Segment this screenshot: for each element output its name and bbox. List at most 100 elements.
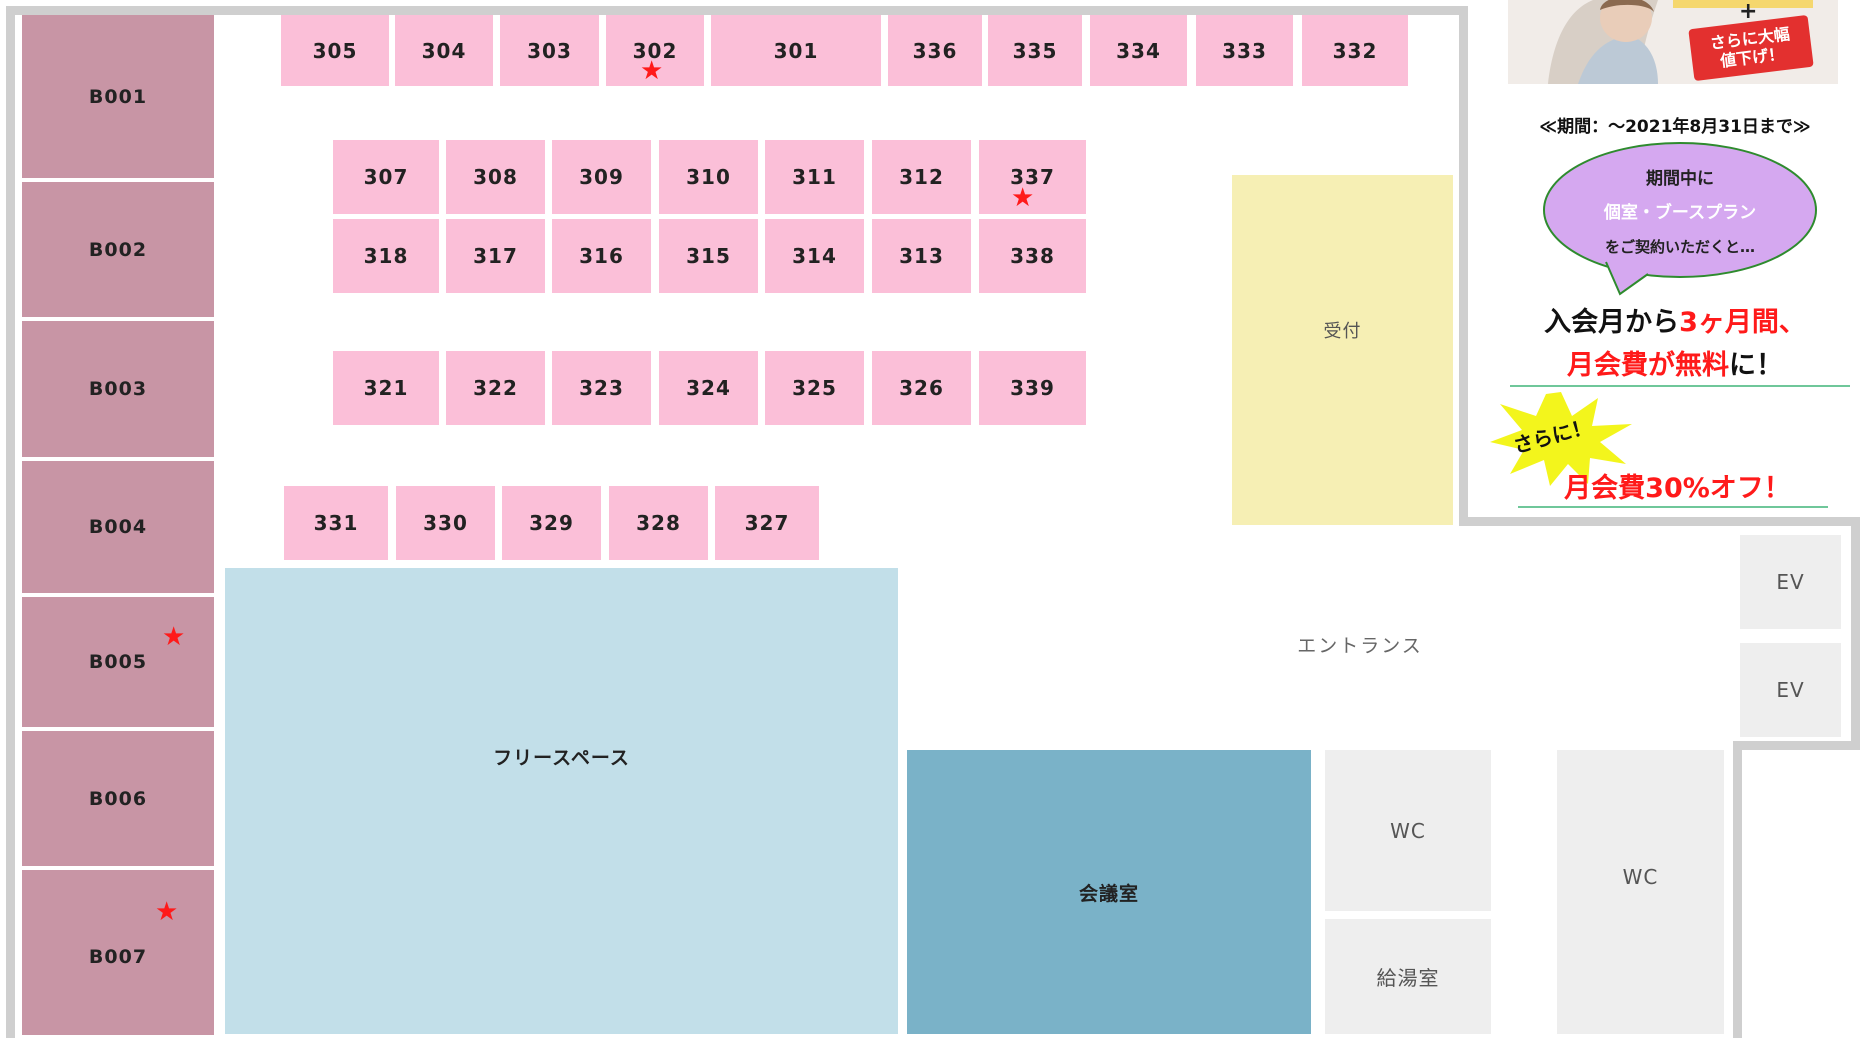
room-326[interactable]: 326 bbox=[872, 351, 971, 425]
elevator-2[interactable]: EV bbox=[1740, 643, 1841, 737]
booth-b001[interactable]: B001 bbox=[22, 15, 214, 178]
room-311[interactable]: 311 bbox=[765, 140, 864, 214]
offer-line-1: 入会月から3ヶ月間、 bbox=[1500, 300, 1850, 339]
star-marker-337: ★ bbox=[1011, 183, 1035, 213]
room-label: 333 bbox=[1222, 38, 1267, 63]
room-label: 318 bbox=[363, 244, 409, 268]
wc-label: WC bbox=[1390, 818, 1426, 843]
room-label: 301 bbox=[773, 38, 819, 63]
booth-b004[interactable]: B004 bbox=[22, 461, 214, 593]
meeting-room-label: 会議室 bbox=[1078, 882, 1139, 905]
room-332[interactable]: 332 bbox=[1302, 15, 1408, 86]
room-323[interactable]: 323 bbox=[552, 351, 651, 425]
wall-top bbox=[6, 6, 1468, 15]
booth-label: B005 bbox=[88, 651, 148, 673]
bubble-line-1: 期間中に bbox=[1646, 169, 1714, 189]
room-label: 321 bbox=[363, 376, 409, 400]
wall-right-upper bbox=[1459, 6, 1468, 526]
room-336[interactable]: 336 bbox=[888, 15, 982, 86]
room-338[interactable]: 338 bbox=[979, 219, 1086, 293]
room-330[interactable]: 330 bbox=[396, 486, 495, 560]
room-312[interactable]: 312 bbox=[872, 140, 971, 214]
room-329[interactable]: 329 bbox=[502, 486, 601, 560]
room-label: 336 bbox=[912, 38, 958, 63]
room-321[interactable]: 321 bbox=[333, 351, 439, 425]
reception[interactable]: 受付 bbox=[1232, 175, 1453, 525]
room-label: 311 bbox=[792, 165, 837, 189]
room-304[interactable]: 304 bbox=[395, 15, 493, 86]
room-313[interactable]: 313 bbox=[872, 219, 971, 293]
booth-label: B007 bbox=[88, 945, 148, 968]
room-label: 329 bbox=[529, 511, 574, 535]
room-label: 304 bbox=[421, 38, 467, 63]
room-label: 331 bbox=[313, 511, 359, 535]
booth-b003[interactable]: B003 bbox=[22, 321, 214, 457]
room-label: 327 bbox=[744, 511, 790, 535]
room-label: 313 bbox=[899, 244, 944, 268]
room-label: 302 bbox=[632, 38, 678, 63]
room-328[interactable]: 328 bbox=[609, 486, 708, 560]
wall-step bbox=[1459, 517, 1860, 526]
room-label: 309 bbox=[579, 165, 624, 189]
room-301[interactable]: 301 bbox=[711, 15, 881, 86]
room-label: 308 bbox=[473, 165, 518, 189]
room-315[interactable]: 315 bbox=[659, 219, 758, 293]
elevator-1[interactable]: EV bbox=[1740, 535, 1841, 629]
room-label: 325 bbox=[792, 376, 837, 400]
room-327[interactable]: 327 bbox=[715, 486, 819, 560]
offer-line-2-b: に！ bbox=[1729, 350, 1783, 381]
booth-label: B003 bbox=[88, 378, 148, 400]
ev-label: EV bbox=[1776, 570, 1805, 594]
room-302[interactable]: 302 bbox=[606, 15, 704, 86]
room-310[interactable]: 310 bbox=[659, 140, 758, 214]
promo-period: ≪期間：～2021年8月31日まで≫ bbox=[1539, 117, 1811, 137]
room-324[interactable]: 324 bbox=[659, 351, 758, 425]
kitchen-label: 給湯室 bbox=[1376, 966, 1440, 990]
divider-line-1 bbox=[1510, 385, 1850, 387]
room-334[interactable]: 334 bbox=[1090, 15, 1187, 86]
wc-1[interactable]: WC bbox=[1325, 750, 1491, 911]
room-325[interactable]: 325 bbox=[765, 351, 864, 425]
booth-b005[interactable]: B005 bbox=[22, 597, 214, 727]
booth-b006[interactable]: B006 bbox=[22, 731, 214, 866]
room-335[interactable]: 335 bbox=[988, 15, 1082, 86]
room-label: 326 bbox=[899, 376, 944, 400]
room-317[interactable]: 317 bbox=[446, 219, 545, 293]
room-305[interactable]: 305 bbox=[281, 15, 389, 86]
room-307[interactable]: 307 bbox=[333, 140, 439, 214]
booth-label: B002 bbox=[88, 238, 148, 261]
wall-right-lower bbox=[1851, 517, 1860, 750]
reception-label: 受付 bbox=[1323, 321, 1362, 342]
entrance-label: エントランス bbox=[1297, 634, 1423, 657]
room-label: 307 bbox=[363, 165, 409, 189]
room-label: 335 bbox=[1012, 38, 1058, 63]
room-337[interactable]: 337 bbox=[979, 140, 1086, 214]
room-308[interactable]: 308 bbox=[446, 140, 545, 214]
room-label: 314 bbox=[792, 244, 837, 268]
booth-b007[interactable]: B007 bbox=[22, 870, 214, 1035]
wc-2[interactable]: WC bbox=[1557, 750, 1724, 1034]
meeting-room[interactable]: 会議室 bbox=[907, 750, 1311, 1034]
room-333[interactable]: 333 bbox=[1196, 15, 1293, 86]
room-label: 317 bbox=[473, 244, 518, 268]
offer-line-1-b: 3ヶ月間 bbox=[1679, 307, 1779, 338]
room-316[interactable]: 316 bbox=[552, 219, 651, 293]
room-label: 305 bbox=[312, 38, 358, 63]
offer-line-1-c: 、 bbox=[1778, 307, 1806, 338]
room-303[interactable]: 303 bbox=[500, 15, 599, 86]
room-322[interactable]: 322 bbox=[446, 351, 545, 425]
room-331[interactable]: 331 bbox=[284, 486, 388, 560]
ev-label: EV bbox=[1776, 678, 1805, 702]
room-label: 315 bbox=[686, 244, 731, 268]
room-314[interactable]: 314 bbox=[765, 219, 864, 293]
room-label: 323 bbox=[579, 376, 624, 400]
kitchen[interactable]: 給湯室 bbox=[1325, 919, 1491, 1034]
room-318[interactable]: 318 bbox=[333, 219, 439, 293]
booth-label: B004 bbox=[88, 516, 148, 538]
free-space[interactable]: フリースペース bbox=[225, 568, 898, 1034]
room-309[interactable]: 309 bbox=[552, 140, 651, 214]
bubble-line-3: をご契約いただくと… bbox=[1604, 238, 1755, 256]
booth-b002[interactable]: B002 bbox=[22, 182, 214, 317]
room-339[interactable]: 339 bbox=[979, 351, 1086, 425]
entrance: エントランス bbox=[1240, 620, 1480, 668]
